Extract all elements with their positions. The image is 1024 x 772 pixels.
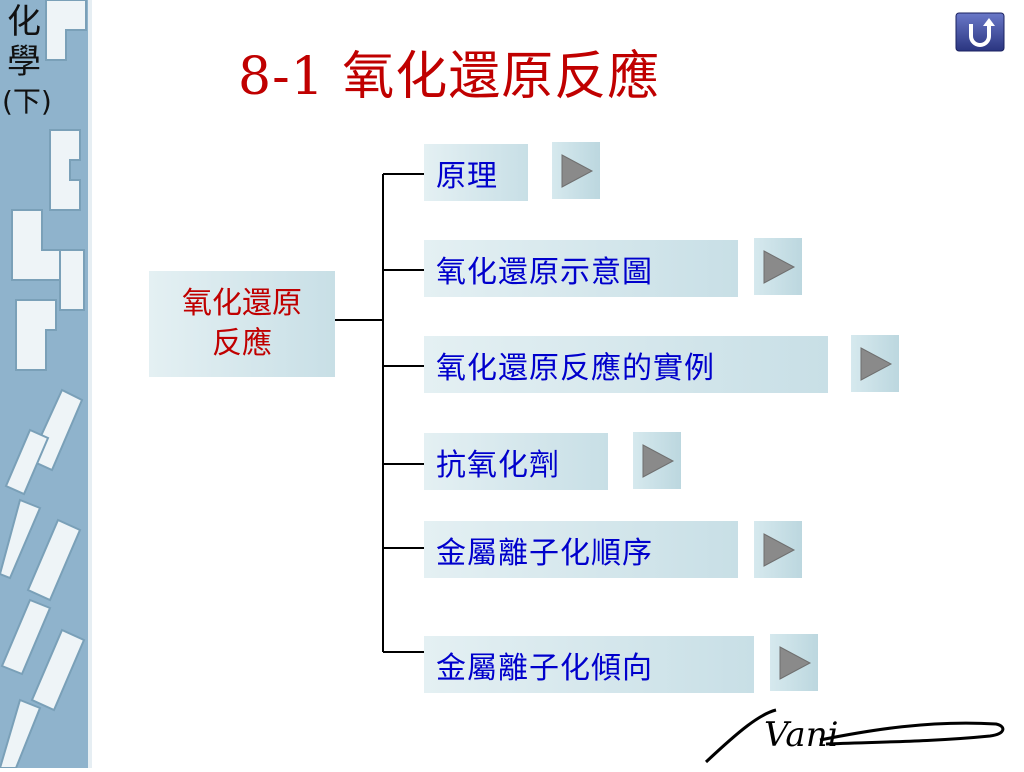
topic-item-redox-diagram[interactable]: 氧化還原示意圖 xyxy=(424,240,738,297)
topic-label: 原理 xyxy=(436,158,498,194)
root-topic-line2: 反應 xyxy=(212,326,272,361)
root-topic-line1: 氧化還原 xyxy=(182,286,302,321)
go-button-ionization-tendency[interactable] xyxy=(770,634,818,691)
go-button-redox-diagram[interactable] xyxy=(754,238,802,295)
page-title: 8-1 氧化還原反應 xyxy=(238,47,661,107)
go-button-ionization-order[interactable] xyxy=(754,521,802,578)
play-triangle-icon xyxy=(763,249,796,284)
subject-char-3: (下) xyxy=(2,85,52,118)
play-triangle-icon xyxy=(763,532,796,567)
topic-item-redox-examples[interactable]: 氧化還原反應的實例 xyxy=(424,336,828,393)
subject-char-1: 化 xyxy=(7,2,41,42)
topic-label: 氧化還原示意圖 xyxy=(436,254,653,290)
go-button-redox-examples[interactable] xyxy=(851,335,899,392)
subject-title: 化 學 (下) xyxy=(2,2,52,122)
logo-text: Vani xyxy=(764,715,838,755)
vani-logo: Vani xyxy=(704,708,1005,764)
play-triangle-icon xyxy=(642,443,675,478)
return-button[interactable] xyxy=(955,12,1005,52)
topic-item-principle[interactable]: 原理 xyxy=(424,144,528,201)
topic-item-antioxidant[interactable]: 抗氧化劑 xyxy=(424,433,608,490)
return-arrow-icon xyxy=(955,12,1005,52)
topic-label: 抗氧化劑 xyxy=(436,447,560,483)
topic-label: 金屬離子化順序 xyxy=(436,535,653,571)
bottles-pattern xyxy=(0,0,92,769)
subject-char-2: 學 xyxy=(7,42,41,82)
topic-label: 氧化還原反應的實例 xyxy=(436,350,715,386)
topic-label: 金屬離子化傾向 xyxy=(436,650,653,686)
topic-item-ionization-order[interactable]: 金屬離子化順序 xyxy=(424,521,738,578)
side-decoration: 化 學 (下) xyxy=(0,0,92,769)
play-triangle-icon xyxy=(561,153,594,188)
go-button-antioxidant[interactable] xyxy=(633,432,681,489)
play-triangle-icon xyxy=(779,645,812,680)
go-button-principle[interactable] xyxy=(552,142,600,199)
play-triangle-icon xyxy=(860,346,893,381)
root-topic-box: 氧化還原 反應 xyxy=(149,271,335,377)
topic-item-ionization-tendency[interactable]: 金屬離子化傾向 xyxy=(424,636,754,693)
